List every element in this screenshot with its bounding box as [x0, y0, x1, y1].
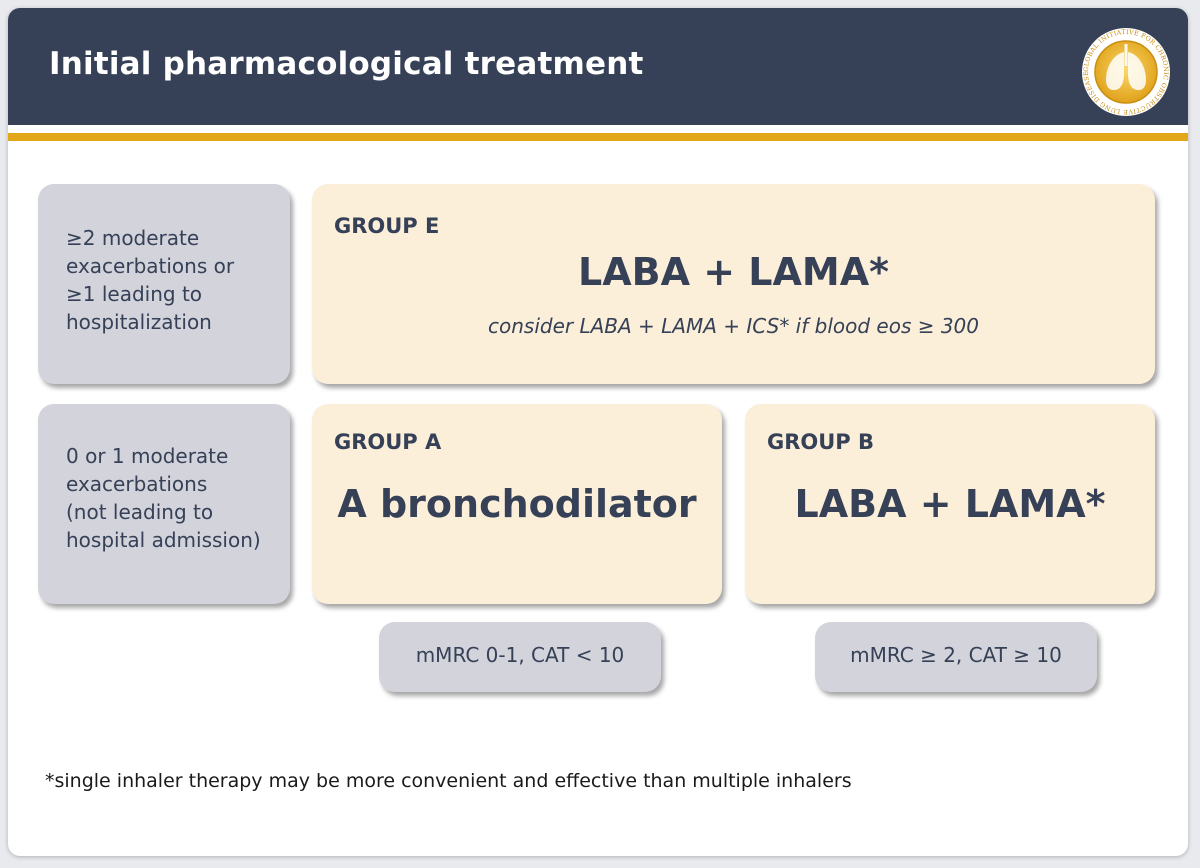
exacerbation-low-text: 0 or 1 moderate exacerbations (not leadi…: [66, 442, 278, 554]
group-a-box: GROUP A A bronchodilator: [312, 404, 722, 604]
header-bar: Initial pharmacological treatment GLOBAL…: [8, 8, 1188, 125]
row-label-line: exacerbations: [66, 472, 208, 496]
criteria-high-symptoms-box: mMRC ≥ 2, CAT ≥ 10: [815, 622, 1097, 692]
row-label-line: 0 or 1 moderate: [66, 444, 229, 468]
group-e-box: GROUP E LABA + LAMA* consider LABA + LAM…: [312, 184, 1155, 384]
page-title: Initial pharmacological treatment: [49, 46, 644, 82]
exacerbation-high-box: ≥2 moderate exacerbations or ≥1 leading …: [38, 184, 290, 384]
gold-logo-icon: GLOBAL INITIATIVE FOR CHRONIC OBSTRUCTIV…: [1082, 28, 1170, 116]
criteria-high-symptoms-text: mMRC ≥ 2, CAT ≥ 10: [850, 643, 1062, 667]
group-a-label: GROUP A: [334, 430, 442, 454]
group-b-treatment: LABA + LAMA*: [794, 482, 1106, 526]
row-label-line: hospitalization: [66, 310, 212, 334]
exacerbation-low-box: 0 or 1 moderate exacerbations (not leadi…: [38, 404, 290, 604]
criteria-low-symptoms-text: mMRC 0-1, CAT < 10: [415, 643, 625, 667]
row-label-line: (not leading to: [66, 500, 214, 524]
header-accent-stripe: [8, 133, 1188, 141]
group-e-treatment: LABA + LAMA*: [577, 250, 889, 294]
group-a-treatment: A bronchodilator: [337, 482, 697, 526]
row-label-line: exacerbations or: [66, 254, 235, 278]
row-label-line: ≥2 moderate: [66, 226, 200, 250]
group-e-note: consider LABA + LAMA + ICS* if blood eos…: [487, 314, 980, 338]
group-b-label: GROUP B: [767, 430, 875, 454]
group-e-label: GROUP E: [334, 214, 440, 238]
row-label-line: hospital admission): [66, 528, 261, 552]
header-divider: [8, 125, 1188, 133]
exacerbation-high-text: ≥2 moderate exacerbations or ≥1 leading …: [66, 224, 278, 336]
slide: Initial pharmacological treatment GLOBAL…: [8, 8, 1188, 856]
criteria-low-symptoms-box: mMRC 0-1, CAT < 10: [379, 622, 661, 692]
row-label-line: ≥1 leading to: [66, 282, 203, 306]
footnote: *single inhaler therapy may be more conv…: [45, 770, 852, 792]
group-b-box: GROUP B LABA + LAMA*: [745, 404, 1155, 604]
